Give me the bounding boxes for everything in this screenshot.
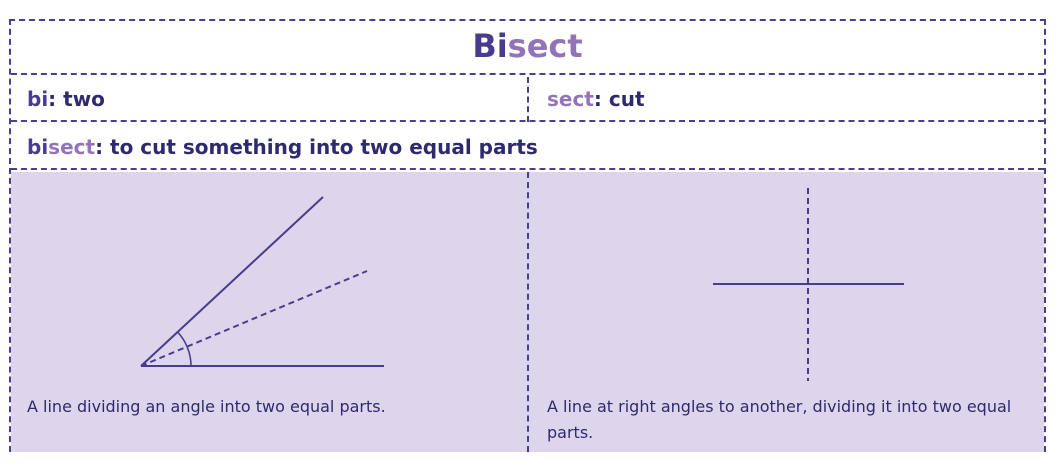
title-suffix: sect: [507, 27, 583, 65]
title-row: Bisect: [11, 21, 1044, 75]
cropped-text-above: [0, 0, 300, 5]
root-meaning: cut: [601, 87, 645, 111]
prefix-separator: :: [48, 87, 57, 111]
angle-bisector-diagram: [140, 196, 384, 367]
perpendicular-bisector-caption: A line at right angles to another, divid…: [547, 397, 1012, 442]
definition-prefix: bi: [27, 135, 49, 159]
root-root: sect: [547, 87, 594, 111]
word-parts-row: bi: two sect: cut: [11, 77, 1044, 122]
angle-bisector-caption: A line dividing an angle into two equal …: [27, 397, 386, 416]
definition-text: : to cut something into two equal parts: [95, 135, 538, 159]
perpendicular-bisector-cell: A line at right angles to another, divid…: [531, 172, 1044, 452]
angle-bisector-cell: A line dividing an angle into two equal …: [11, 172, 529, 452]
definition-suffix: sect: [48, 135, 96, 159]
angle-arc: [177, 331, 192, 367]
illustrations-row: A line dividing an angle into two equal …: [11, 172, 1044, 452]
prefix-meaning: two: [56, 87, 105, 111]
root-part: sect: cut: [531, 77, 1044, 122]
angle-upper-ray: [140, 196, 324, 367]
prefix-root: bi: [27, 87, 49, 111]
word-card: Bisect bi: two sect: cut bisect: to cut …: [9, 19, 1046, 452]
word-title: Bisect: [472, 26, 582, 66]
definition-row: bisect: to cut something into two equal …: [11, 124, 1044, 170]
root-separator: :: [593, 87, 602, 111]
title-prefix: Bi: [472, 27, 508, 65]
perpendicular-bisector-diagram: [713, 188, 904, 381]
bisector-ray: [140, 270, 368, 367]
prefix-part: bi: two: [11, 77, 529, 122]
